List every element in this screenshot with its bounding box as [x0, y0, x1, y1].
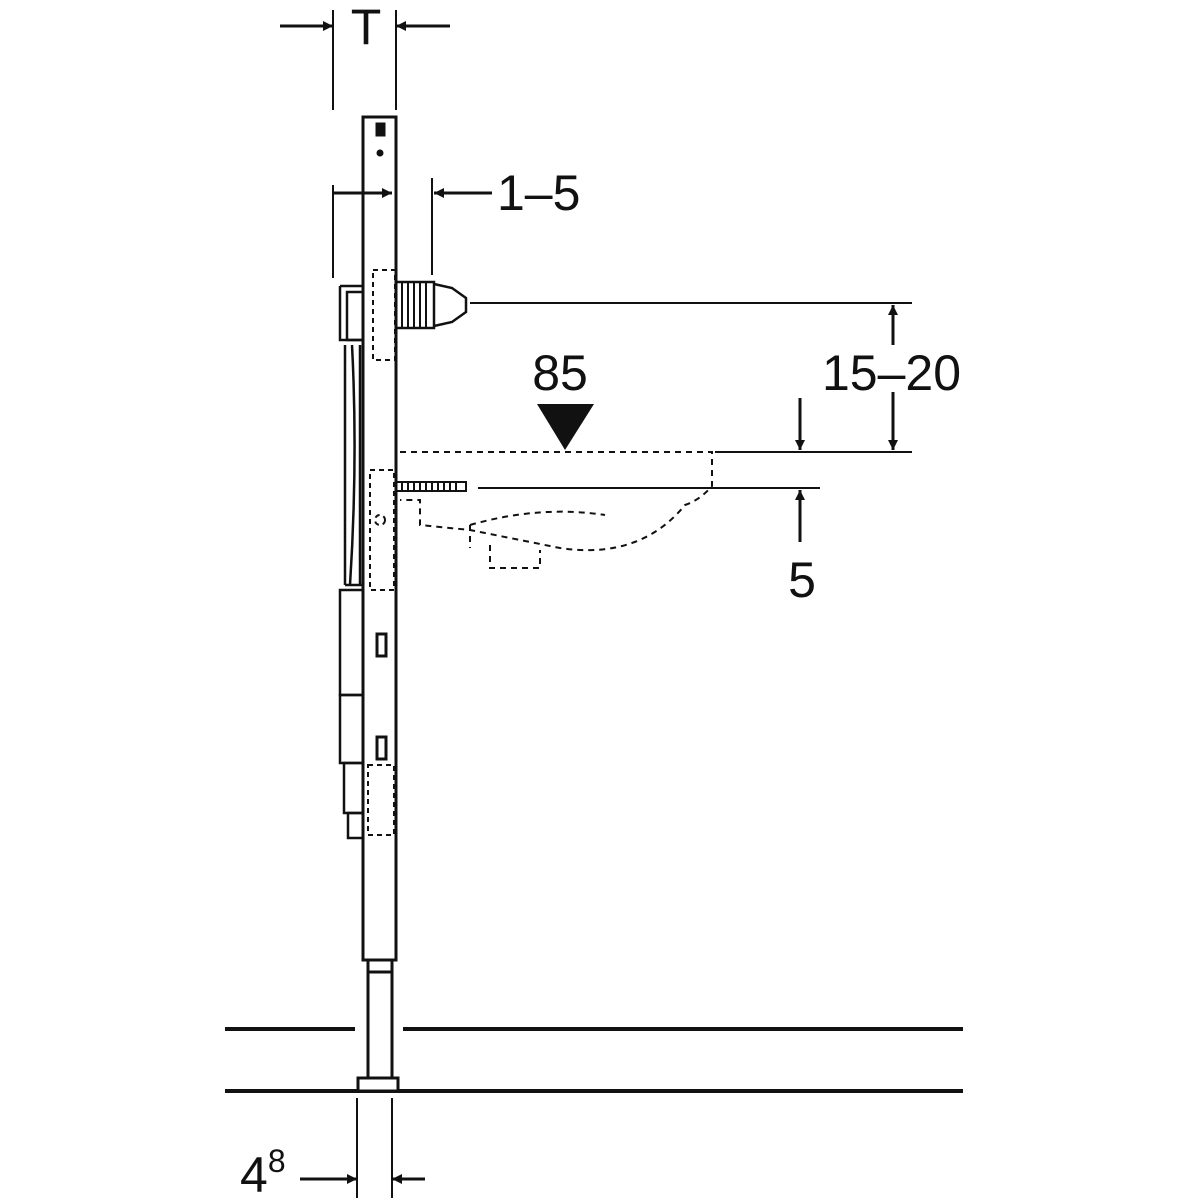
range-label: 15–20: [822, 345, 961, 401]
base-label-sup: 8: [268, 1143, 286, 1179]
height-label: 85: [532, 345, 588, 401]
dimension-depth: [280, 10, 450, 278]
gap-label: 5: [788, 552, 816, 608]
water-connection-fitting: [394, 280, 468, 330]
fixing-bolt: [395, 481, 467, 492]
supply-pipes-left: [338, 284, 365, 587]
frame-post: [356, 115, 400, 1093]
base-label: 48: [240, 1143, 286, 1200]
dimension-range: [470, 302, 912, 453]
base-label-main: 4: [240, 1147, 268, 1200]
offset-label: 1–5: [497, 165, 580, 221]
post-fittings-dashed: [367, 269, 396, 836]
dimension-offset: [333, 178, 492, 275]
washbasin-outline-dashed: [400, 451, 713, 569]
dimension-base: [300, 1098, 425, 1198]
floor-lines: [225, 1027, 963, 1093]
depth-label: T: [351, 0, 382, 55]
dimension-gap: [478, 398, 820, 542]
lower-box-module: [338, 588, 365, 840]
dimension-height-marker: [537, 404, 594, 450]
